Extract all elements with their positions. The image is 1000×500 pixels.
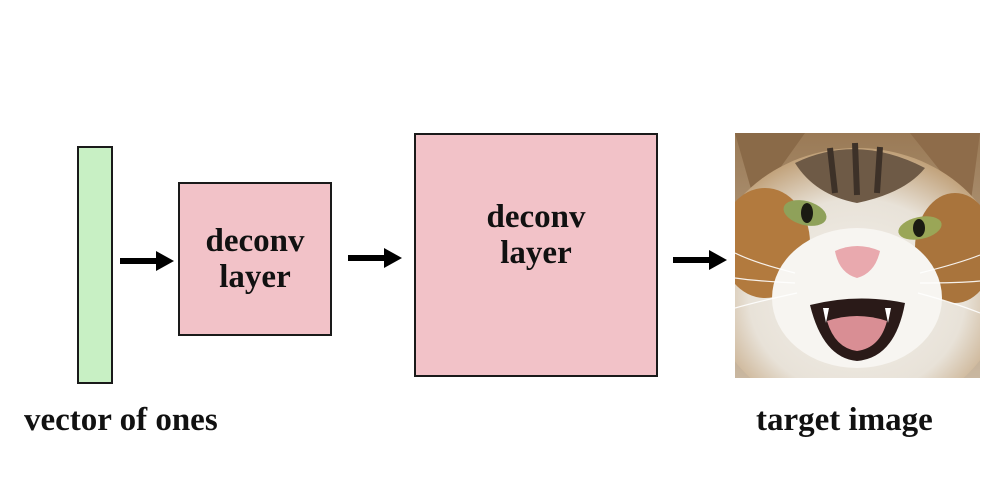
arrow-1-icon bbox=[120, 251, 174, 271]
deconv-layer-2-line1: deconv bbox=[486, 199, 586, 235]
arrow-2-icon bbox=[348, 248, 402, 268]
target-image-cat-photo bbox=[735, 133, 980, 378]
deconv-layer-1-line2: layer bbox=[219, 259, 291, 295]
deconv-layer-2-line2: layer bbox=[500, 235, 572, 271]
arrow-3-icon bbox=[673, 250, 727, 270]
vector-of-ones-caption: vector of ones bbox=[24, 402, 218, 438]
deconv-layer-2: deconv layer bbox=[414, 133, 658, 377]
deconv-layer-1-line1: deconv bbox=[205, 223, 305, 259]
deconv-layer-1: deconv layer bbox=[178, 182, 332, 336]
target-image-caption: target image bbox=[756, 402, 933, 438]
vector-of-ones-bar bbox=[77, 146, 113, 384]
